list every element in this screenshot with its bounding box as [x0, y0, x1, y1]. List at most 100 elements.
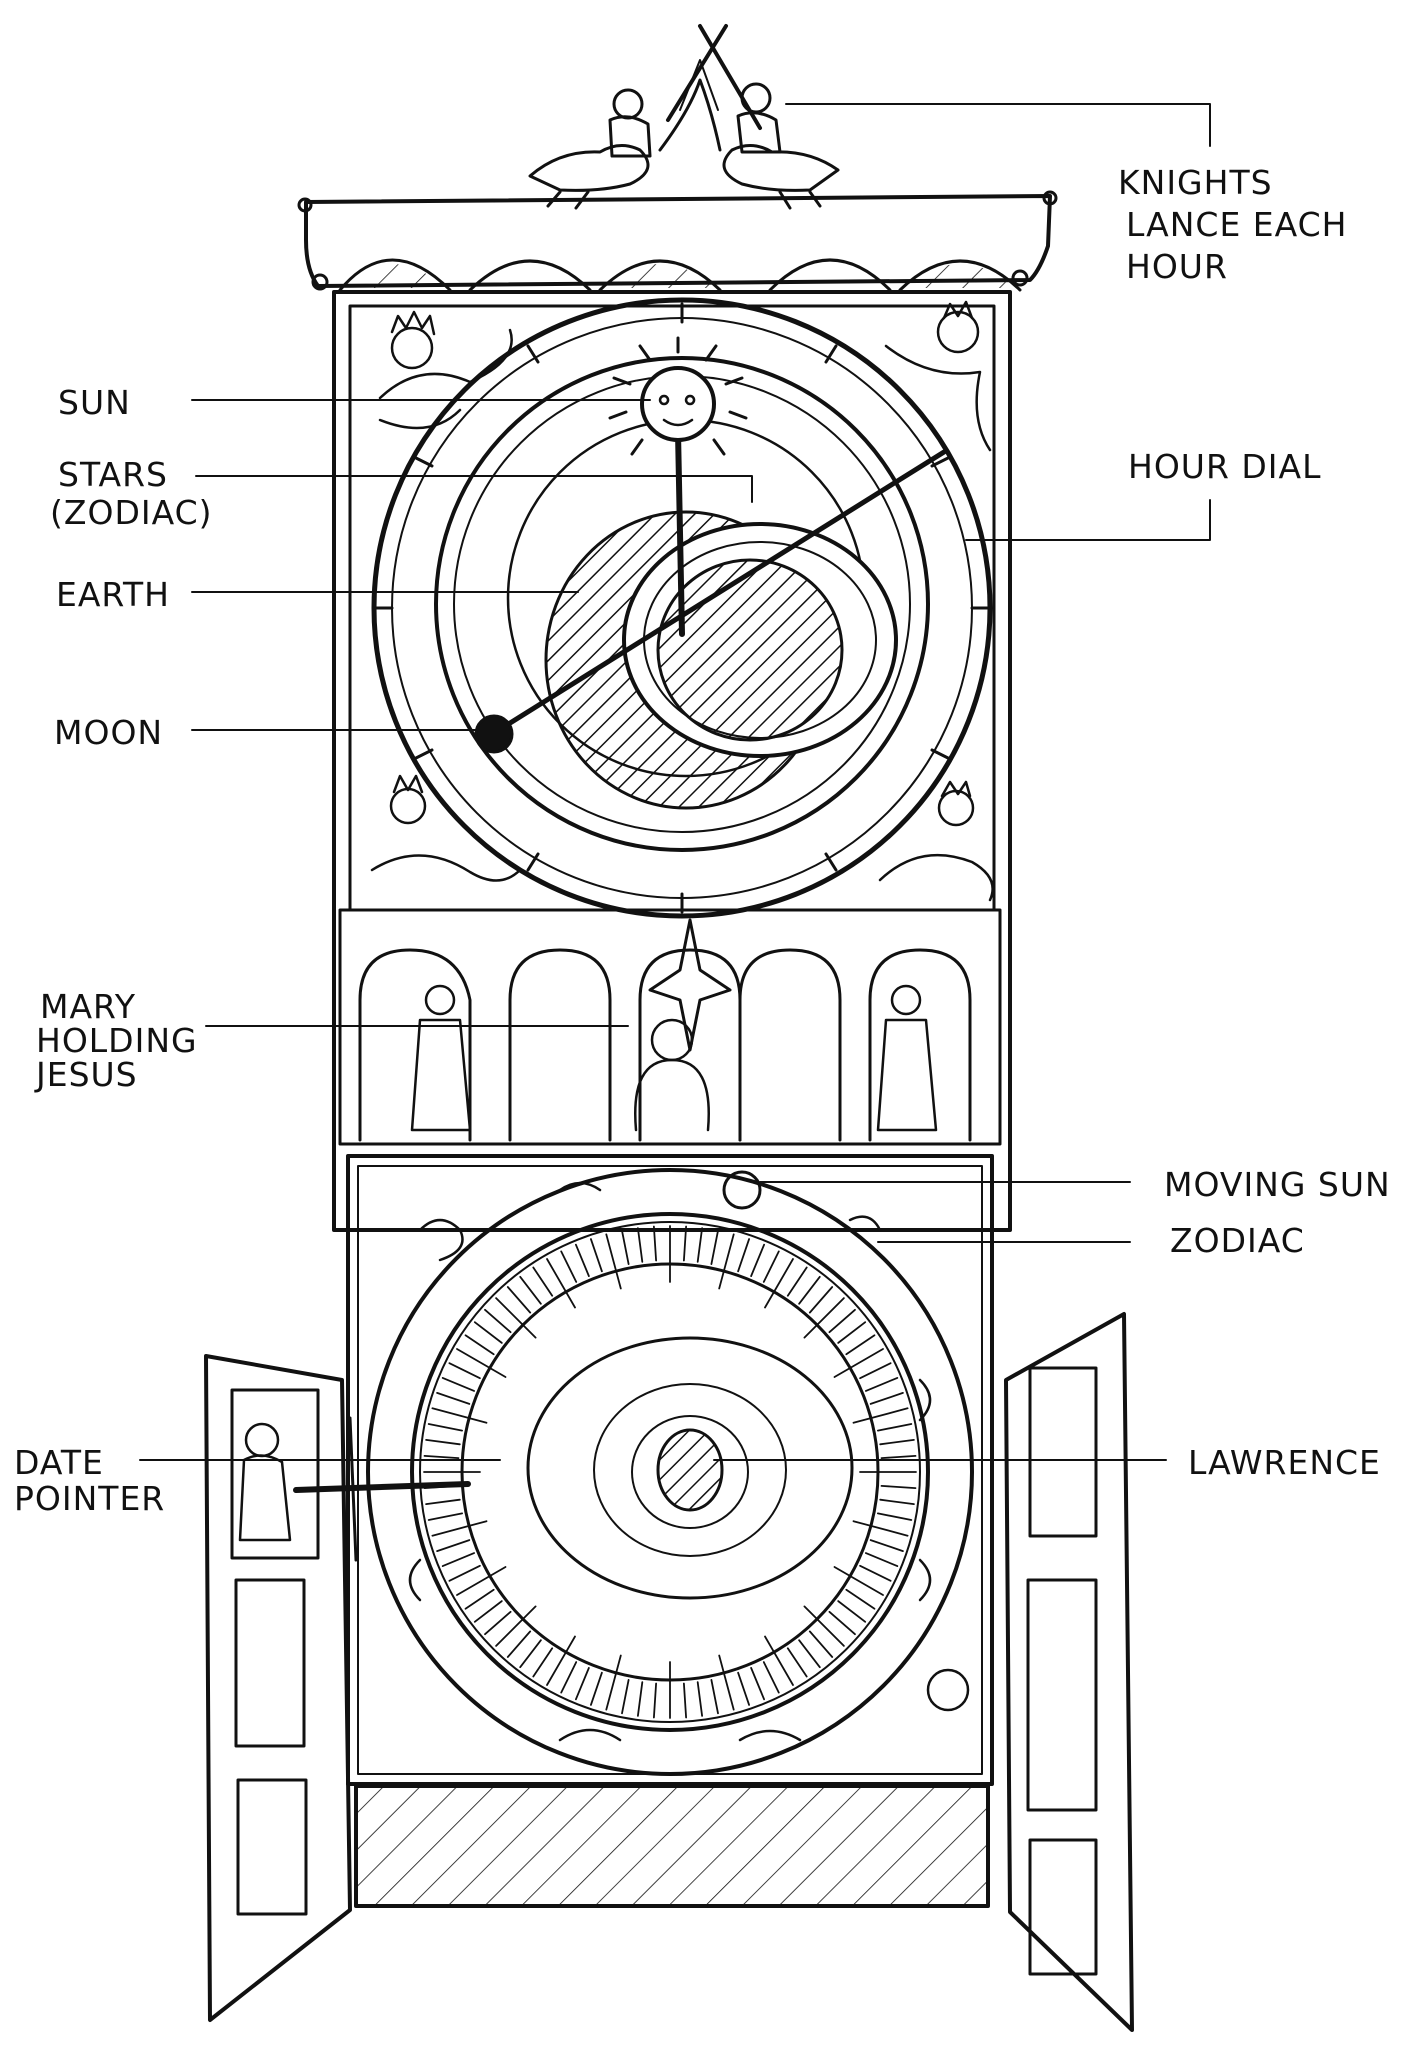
date-dial-tick	[880, 1455, 917, 1459]
label-moon: MOON	[54, 713, 163, 752]
label-mary-line3: JESUS	[34, 1055, 138, 1094]
date-dial-tick	[448, 1564, 481, 1582]
date-dial-tick	[880, 1485, 917, 1489]
date-dial-tick	[837, 1321, 867, 1344]
date-dial-tick	[828, 1610, 856, 1636]
date-dial-tick	[764, 1258, 794, 1309]
date-dial-tick	[808, 1286, 834, 1314]
date-dial-tick	[427, 1423, 464, 1432]
leader-knights	[785, 103, 1211, 147]
date-dial-tick	[877, 1512, 913, 1521]
date-dial-tick	[803, 1605, 845, 1647]
date-dial-tick	[859, 1564, 892, 1582]
date-dial-tick	[431, 1407, 488, 1424]
date-dial-tick	[762, 1250, 780, 1283]
date-dial-tick	[833, 1348, 884, 1378]
label-moving-sun: MOVING SUN	[1164, 1165, 1391, 1204]
leader-stars	[195, 475, 753, 503]
date-dial-tick	[683, 1225, 687, 1262]
date-dial-tick	[456, 1348, 507, 1378]
label-stars-line1: STARS	[58, 455, 168, 494]
date-dial-tick	[448, 1362, 481, 1380]
sun-rays	[608, 336, 748, 456]
date-dial-tick	[456, 1566, 507, 1596]
label-date-pointer-line1: DATE	[14, 1443, 104, 1482]
label-knights-line1: KNIGHTS	[1118, 163, 1273, 202]
label-stars-line2: (ZODIAC)	[50, 493, 213, 532]
label-mary-line1: MARY	[40, 987, 136, 1026]
date-dial-tick	[869, 1539, 904, 1552]
label-knights-line3: HOUR	[1126, 247, 1228, 286]
date-dial-tick	[441, 1552, 476, 1567]
date-dial-tick	[605, 1233, 622, 1290]
jousting-knights	[528, 24, 840, 210]
date-dial-tick	[464, 1588, 495, 1610]
date-dial-tick	[621, 1229, 630, 1265]
clock-drawing	[204, 24, 1134, 2032]
date-dial-tick	[865, 1377, 899, 1392]
date-dial-tick	[425, 1498, 461, 1505]
date-dial-tick	[786, 1266, 808, 1297]
date-dial-tick	[575, 1667, 590, 1701]
date-dial-tick	[506, 1286, 532, 1314]
date-dial-tick	[436, 1539, 471, 1552]
label-zodiac: ZODIAC	[1170, 1221, 1305, 1260]
date-pointer	[293, 1416, 471, 1562]
date-dial-tick	[425, 1439, 461, 1446]
date-dial-tick	[696, 1227, 703, 1263]
date-dial-tick	[637, 1227, 644, 1263]
date-dial-tick	[877, 1423, 913, 1432]
label-knights-line2: LANCE EACH	[1126, 205, 1348, 244]
date-dial-tick	[845, 1588, 876, 1610]
date-dial-tick	[484, 1610, 512, 1636]
date-dial-tick	[473, 1600, 503, 1623]
label-hour-dial: HOUR DIAL	[1128, 447, 1321, 486]
date-dial-tick	[879, 1498, 915, 1505]
date-dial-tick	[427, 1512, 464, 1521]
date-dial-tick	[696, 1681, 703, 1717]
date-dial-tick	[546, 1258, 576, 1309]
date-dial-tick	[828, 1308, 856, 1334]
date-dial-tick	[495, 1297, 537, 1339]
date-dial-tick	[833, 1566, 884, 1596]
date-dial-tick	[762, 1661, 780, 1694]
date-dial-tick	[653, 1682, 657, 1719]
date-dial-tick	[532, 1647, 554, 1678]
date-dial-tick	[764, 1635, 794, 1686]
date-dial-tick	[865, 1552, 899, 1567]
date-dial-tick	[845, 1334, 876, 1356]
date-dial-tick	[532, 1266, 554, 1297]
date-dial-tick	[710, 1679, 719, 1715]
leader-hour-dial	[965, 499, 1211, 541]
label-date-pointer-line2: POINTER	[14, 1479, 165, 1518]
date-dial-tick	[621, 1679, 630, 1715]
date-dial-tick	[737, 1238, 750, 1273]
label-sun: SUN	[58, 383, 131, 422]
date-dial-tick	[808, 1630, 834, 1658]
date-dial-tick	[852, 1407, 909, 1424]
calendar-panel	[346, 1154, 994, 1786]
date-dial-tick	[798, 1639, 821, 1669]
label-earth: EARTH	[56, 575, 170, 614]
date-dial-tick	[590, 1238, 603, 1273]
date-dial-tick	[637, 1681, 644, 1717]
date-dial-tick	[683, 1682, 687, 1719]
date-dial-tick	[750, 1243, 765, 1277]
date-dial-tick	[786, 1647, 808, 1678]
date-dial-tick	[484, 1308, 512, 1334]
date-dial-tick	[859, 1362, 892, 1380]
date-dial-tick	[546, 1635, 576, 1686]
date-dial-tick	[431, 1520, 488, 1537]
date-dial-tick	[852, 1520, 909, 1537]
canopy	[297, 190, 1058, 292]
date-dial-tick	[441, 1377, 476, 1392]
date-dial-tick	[869, 1392, 904, 1405]
clock-case-upper	[332, 290, 1012, 1232]
date-dial-tick	[837, 1600, 867, 1623]
date-dial-tick	[464, 1334, 495, 1356]
date-dial-tick	[560, 1661, 578, 1694]
label-lawrence: LAWRENCE	[1188, 1443, 1381, 1482]
date-dial-tick	[436, 1392, 471, 1405]
left-door	[204, 1354, 352, 2022]
